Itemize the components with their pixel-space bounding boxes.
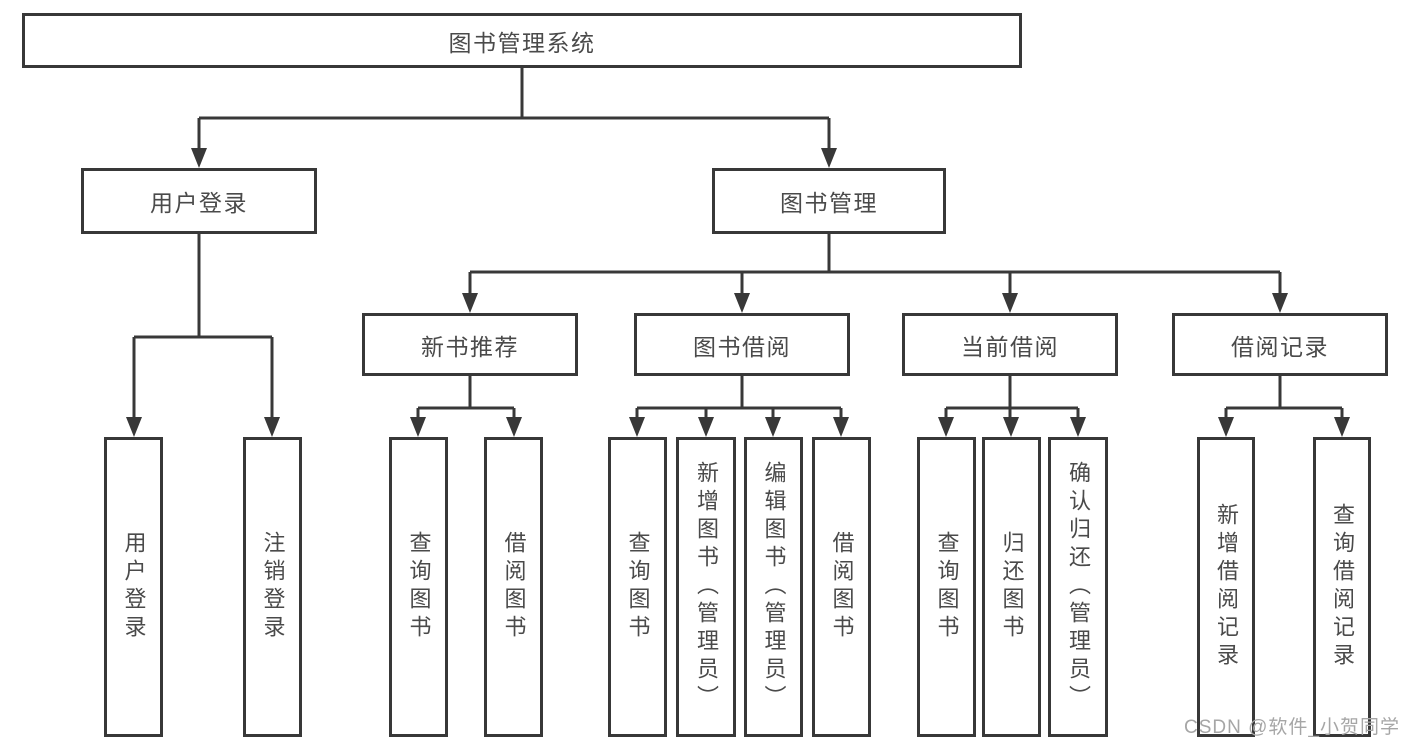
node-label: 新增图书（管理员） — [694, 461, 719, 713]
leaf-query-borrow-record: 查询借阅记录 — [1313, 437, 1371, 737]
leaf-query-book-borrow: 查询图书 — [608, 437, 667, 737]
node-label: 查询借阅记录 — [1330, 503, 1355, 671]
node-label: 图书借阅 — [693, 333, 791, 360]
node-label: 图书管理 — [780, 190, 878, 216]
leaf-user-login: 用户登录 — [104, 437, 163, 737]
node-book-management: 图书管理 — [712, 168, 946, 234]
csdn-watermark: CSDN @软件_小贺同学 — [1184, 717, 1400, 738]
leaf-confirm-return-admin: 确认归还（管理员） — [1048, 437, 1108, 737]
arrowhead — [126, 417, 142, 437]
arrowhead — [938, 417, 954, 437]
node-label: 新书推荐 — [421, 333, 519, 360]
arrowhead — [191, 148, 207, 168]
arrowhead — [506, 417, 522, 437]
node-label: 用户登录 — [150, 190, 248, 216]
leaf-borrow-book-recommend: 借阅图书 — [484, 437, 543, 737]
leaf-add-book-admin: 新增图书（管理员） — [676, 437, 736, 737]
node-user-login: 用户登录 — [81, 168, 317, 234]
arrowhead — [821, 148, 837, 168]
node-label: 查询图书 — [406, 531, 432, 643]
leaf-query-book-current: 查询图书 — [917, 437, 976, 737]
node-label: 当前借阅 — [961, 333, 1059, 360]
arrowhead — [1272, 293, 1288, 313]
leaf-return-book: 归还图书 — [982, 437, 1041, 737]
node-label: 图书管理系统 — [448, 29, 596, 56]
arrowhead — [462, 293, 478, 313]
arrowhead — [629, 417, 645, 437]
node-label: 查询图书 — [625, 531, 651, 643]
node-label: 新增借阅记录 — [1214, 503, 1239, 671]
node-label: 确认归还（管理员） — [1066, 461, 1091, 713]
node-label: 借阅图书 — [829, 531, 855, 643]
arrowhead — [1218, 417, 1234, 437]
node-book-borrowing: 图书借阅 — [634, 313, 850, 376]
leaf-edit-book-admin: 编辑图书（管理员） — [744, 437, 803, 737]
arrowhead — [410, 417, 426, 437]
arrowhead — [264, 417, 280, 437]
arrowhead — [765, 417, 781, 437]
node-label: 注销登录 — [260, 531, 286, 643]
node-label: 编辑图书（管理员） — [761, 461, 787, 713]
node-label: 归还图书 — [999, 531, 1025, 643]
arrowheads — [126, 148, 1350, 437]
node-label: 借阅记录 — [1231, 333, 1329, 360]
arrowhead — [1334, 417, 1350, 437]
arrowhead — [698, 417, 714, 437]
arrowhead — [1002, 293, 1018, 313]
arrowhead — [833, 417, 849, 437]
leaf-logout: 注销登录 — [243, 437, 302, 737]
node-borrowing-records: 借阅记录 — [1172, 313, 1388, 376]
node-library-management-system: 图书管理系统 — [22, 13, 1022, 68]
node-new-book-recommend: 新书推荐 — [362, 313, 578, 376]
arrowhead — [1003, 417, 1019, 437]
leaf-add-borrow-record: 新增借阅记录 — [1197, 437, 1255, 737]
node-label: 查询图书 — [934, 531, 960, 643]
leaf-borrow-book-borrow: 借阅图书 — [812, 437, 871, 737]
arrowhead — [734, 293, 750, 313]
node-label: 借阅图书 — [501, 531, 527, 643]
node-label: 用户登录 — [121, 531, 147, 643]
arrowhead — [1070, 417, 1086, 437]
node-current-borrowing: 当前借阅 — [902, 313, 1118, 376]
leaf-query-book-recommend: 查询图书 — [389, 437, 448, 737]
tree-edges — [132, 68, 1344, 421]
